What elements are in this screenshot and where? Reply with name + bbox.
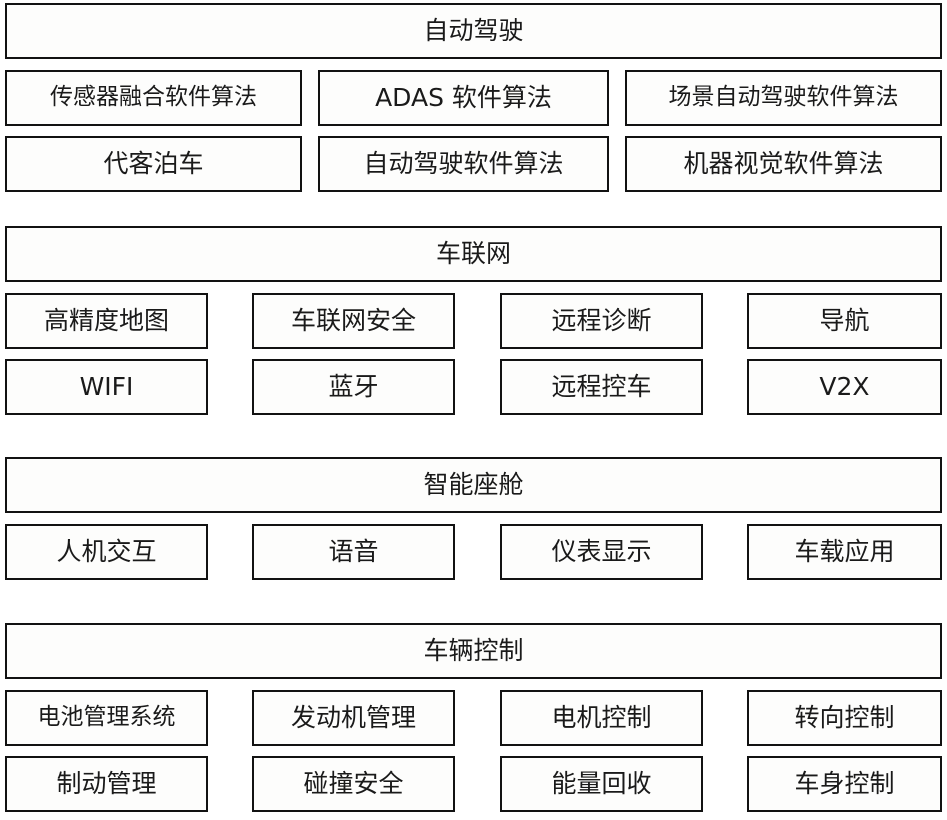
section-row: WIFI 蓝牙 远程控车 V2X bbox=[5, 359, 942, 415]
spacer bbox=[703, 524, 747, 580]
spacer bbox=[703, 690, 747, 746]
section-row: 人机交互 语音 仪表显示 车载应用 bbox=[5, 524, 942, 580]
section-header-vehicle-control: 车辆控制 bbox=[5, 623, 942, 679]
node-wifi[interactable]: WIFI bbox=[5, 359, 208, 415]
node-sensor-fusion-algorithm[interactable]: 传感器融合软件算法 bbox=[5, 70, 302, 126]
node-valet-parking[interactable]: 代客泊车 bbox=[5, 136, 302, 192]
spacer bbox=[455, 690, 500, 746]
spacer bbox=[609, 136, 625, 192]
section-row: 传感器融合软件算法 ADAS 软件算法 场景自动驾驶软件算法 bbox=[5, 70, 942, 126]
spacer bbox=[703, 293, 747, 349]
node-scenario-autonomous-driving-algorithm[interactable]: 场景自动驾驶软件算法 bbox=[625, 70, 942, 126]
node-bluetooth[interactable]: 蓝牙 bbox=[252, 359, 455, 415]
node-navigation[interactable]: 导航 bbox=[747, 293, 942, 349]
node-adas-algorithm[interactable]: ADAS 软件算法 bbox=[318, 70, 609, 126]
section-row: 制动管理 碰撞安全 能量回收 车身控制 bbox=[5, 756, 942, 812]
spacer bbox=[703, 756, 747, 812]
node-human-machine-interaction[interactable]: 人机交互 bbox=[5, 524, 208, 580]
spacer bbox=[208, 293, 252, 349]
node-battery-management-system[interactable]: 电池管理系统 bbox=[5, 690, 208, 746]
node-remote-diagnostics[interactable]: 远程诊断 bbox=[500, 293, 703, 349]
node-motor-control[interactable]: 电机控制 bbox=[500, 690, 703, 746]
node-in-vehicle-applications[interactable]: 车载应用 bbox=[747, 524, 942, 580]
spacer bbox=[703, 359, 747, 415]
spacer bbox=[208, 359, 252, 415]
section-vehicle-control: 车辆控制 电池管理系统 发动机管理 电机控制 转向控制 制动管理 碰撞安全 能量… bbox=[5, 623, 942, 812]
node-steering-control[interactable]: 转向控制 bbox=[747, 690, 942, 746]
node-v2x[interactable]: V2X bbox=[747, 359, 942, 415]
node-body-control[interactable]: 车身控制 bbox=[747, 756, 942, 812]
node-remote-vehicle-control[interactable]: 远程控车 bbox=[500, 359, 703, 415]
section-header-connected-vehicle: 车联网 bbox=[5, 226, 942, 282]
section-connected-vehicle: 车联网 高精度地图 车联网安全 远程诊断 导航 WIFI 蓝牙 远程控车 V2X bbox=[5, 226, 942, 415]
node-engine-management[interactable]: 发动机管理 bbox=[252, 690, 455, 746]
node-hd-map[interactable]: 高精度地图 bbox=[5, 293, 208, 349]
spacer bbox=[302, 70, 318, 126]
spacer bbox=[455, 359, 500, 415]
spacer bbox=[208, 524, 252, 580]
node-crash-safety[interactable]: 碰撞安全 bbox=[252, 756, 455, 812]
node-connected-vehicle-security[interactable]: 车联网安全 bbox=[252, 293, 455, 349]
section-row: 高精度地图 车联网安全 远程诊断 导航 bbox=[5, 293, 942, 349]
section-header-smart-cockpit: 智能座舱 bbox=[5, 457, 942, 513]
spacer bbox=[455, 524, 500, 580]
node-instrument-display[interactable]: 仪表显示 bbox=[500, 524, 703, 580]
section-row: 电池管理系统 发动机管理 电机控制 转向控制 bbox=[5, 690, 942, 746]
spacer bbox=[609, 70, 625, 126]
spacer bbox=[302, 136, 318, 192]
section-smart-cockpit: 智能座舱 人机交互 语音 仪表显示 车载应用 bbox=[5, 457, 942, 580]
node-voice[interactable]: 语音 bbox=[252, 524, 455, 580]
node-energy-recovery[interactable]: 能量回收 bbox=[500, 756, 703, 812]
section-header-autonomous-driving: 自动驾驶 bbox=[5, 3, 942, 59]
section-row: 代客泊车 自动驾驶软件算法 机器视觉软件算法 bbox=[5, 136, 942, 192]
section-autonomous-driving: 自动驾驶 传感器融合软件算法 ADAS 软件算法 场景自动驾驶软件算法 代客泊车… bbox=[5, 3, 942, 192]
node-autonomous-driving-algorithm[interactable]: 自动驾驶软件算法 bbox=[318, 136, 609, 192]
spacer bbox=[208, 756, 252, 812]
spacer bbox=[455, 293, 500, 349]
spacer bbox=[208, 690, 252, 746]
spacer bbox=[455, 756, 500, 812]
node-brake-management[interactable]: 制动管理 bbox=[5, 756, 208, 812]
node-machine-vision-algorithm[interactable]: 机器视觉软件算法 bbox=[625, 136, 942, 192]
